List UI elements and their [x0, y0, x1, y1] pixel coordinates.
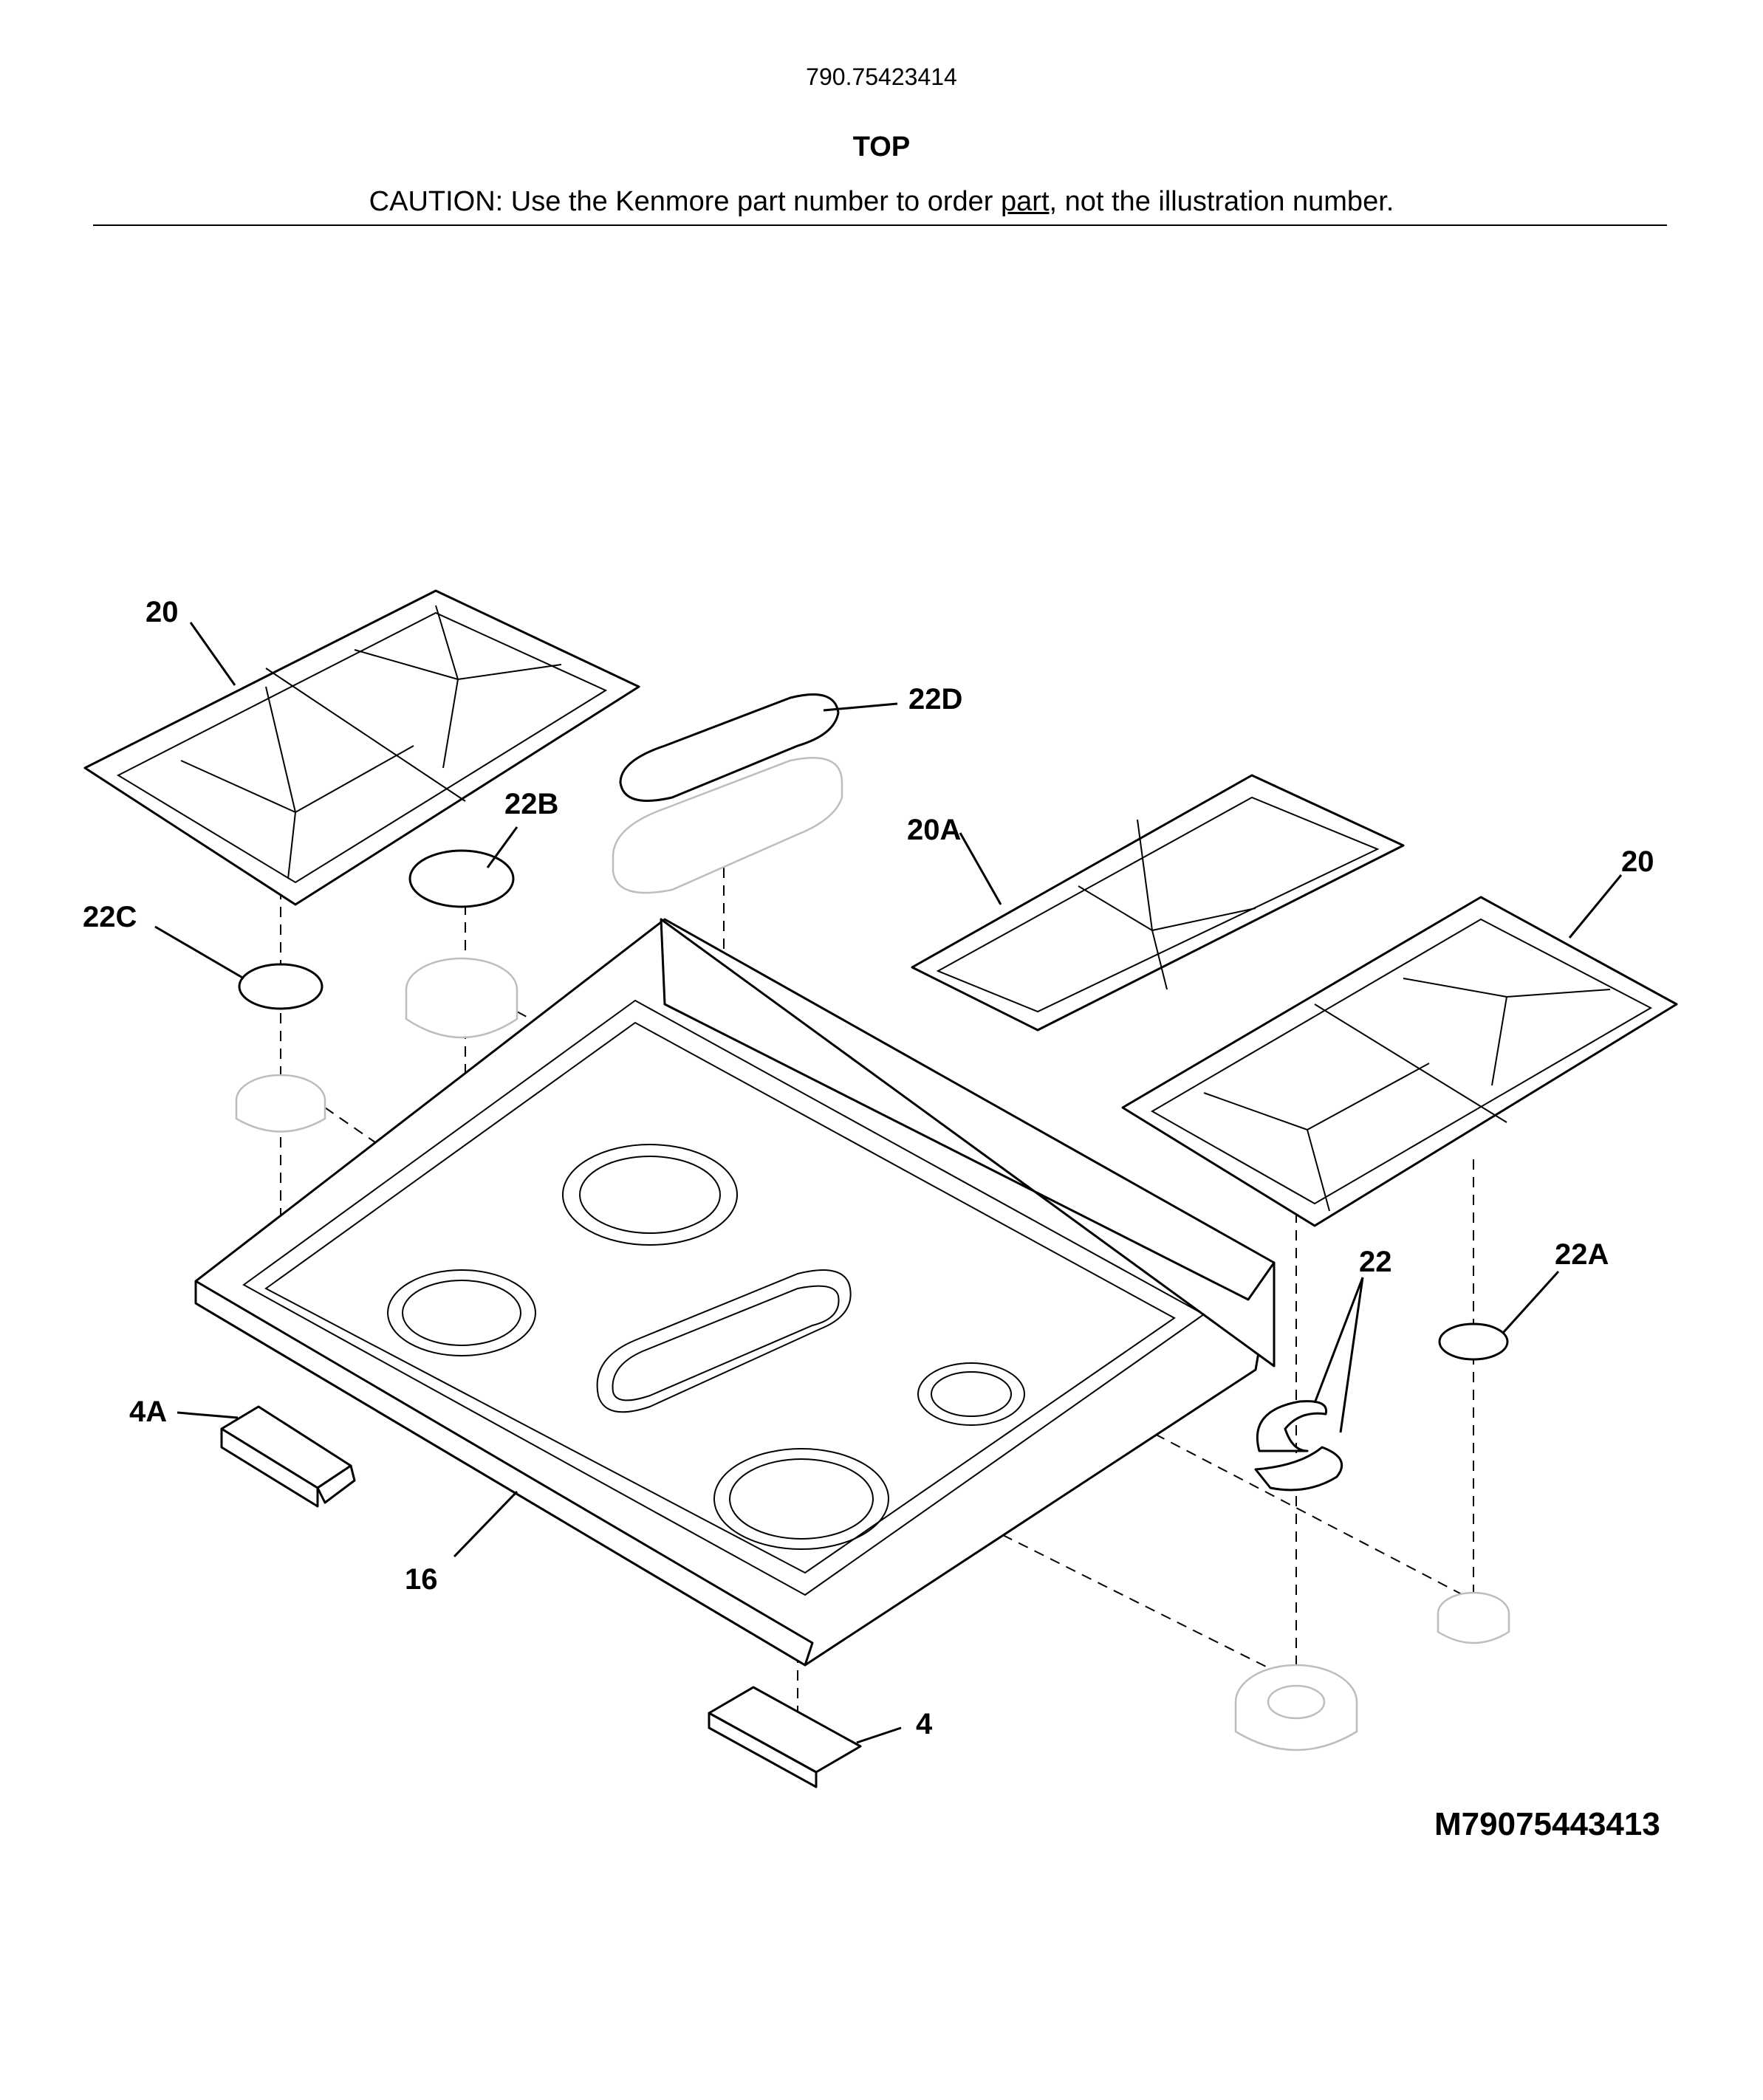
caution-suffix: , not the illustration number.	[1049, 186, 1394, 217]
burner-opening-rear-right	[917, 1362, 1025, 1426]
callout-grate-right: 20	[1621, 845, 1654, 878]
callout-ring: 22	[1359, 1246, 1392, 1278]
burner-opening-front-left	[387, 1269, 536, 1356]
burner-opening-rear-left	[562, 1144, 738, 1246]
callout-bracket-left: 4A	[129, 1396, 167, 1428]
section-title: TOP	[852, 131, 911, 162]
callout-cap-right: 22A	[1555, 1238, 1609, 1271]
burner-base-right-ghost	[1437, 1591, 1510, 1644]
burner-opening-center-oval	[596, 1269, 852, 1413]
leader-lines	[154, 622, 1623, 1744]
burner-cap-small[interactable]	[408, 849, 515, 908]
grate-middle[interactable]	[911, 774, 1405, 1032]
header-rule	[93, 224, 1667, 226]
bracket-bottom[interactable]	[708, 1686, 862, 1788]
model-number: 790.75423414	[806, 64, 957, 90]
burner-base-oval-ghost	[612, 757, 843, 894]
burner-cap-oval[interactable]	[619, 693, 840, 802]
callout-grate-middle: 20A	[907, 814, 961, 846]
callout-grate-left: 20	[146, 596, 179, 628]
callout-bracket-bottom: 4	[916, 1708, 933, 1740]
callout-cooktop: 16	[405, 1563, 438, 1596]
grate-left[interactable]	[83, 589, 640, 906]
cooktop[interactable]	[194, 918, 1276, 1667]
burner-base-small-ghost	[405, 957, 518, 1039]
caution-note: CAUTION: Use the Kenmore part number to …	[0, 186, 1763, 218]
bracket-left[interactable]	[220, 1405, 356, 1508]
burner-opening-front-right	[713, 1448, 889, 1550]
burner-cap-left[interactable]	[238, 963, 323, 1010]
burner-base-left-ghost	[235, 1074, 326, 1133]
caution-prefix: CAUTION: Use the Kenmore part number to …	[369, 186, 1002, 217]
callout-cap-left: 22C	[83, 901, 137, 933]
callout-cap-center: 22D	[908, 683, 962, 716]
callout-cap-small: 22B	[504, 788, 558, 820]
burner-base-large-ghost	[1234, 1664, 1358, 1751]
burner-cap-right[interactable]	[1438, 1322, 1509, 1361]
grate-right[interactable]	[1121, 896, 1678, 1227]
burner-ring[interactable]	[1254, 1400, 1343, 1492]
caution-link[interactable]: part	[1001, 186, 1050, 217]
diagram-id: M79075443413	[1434, 1806, 1660, 1842]
